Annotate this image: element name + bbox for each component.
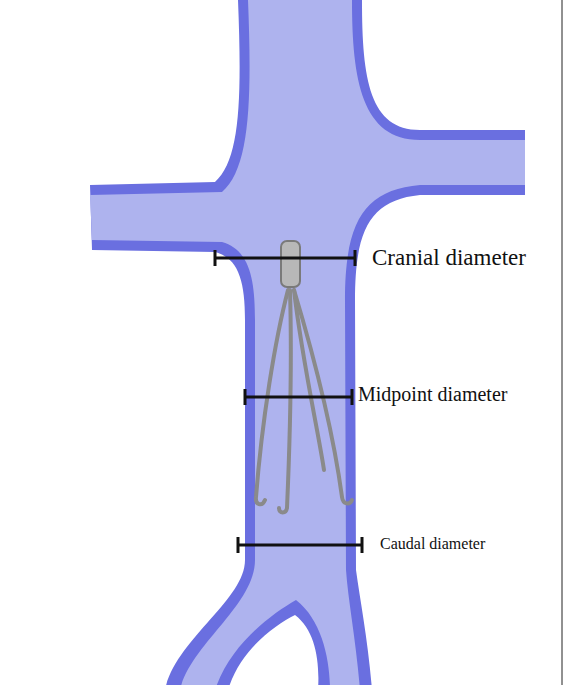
measure-lines — [215, 250, 362, 553]
diameter-label: Cranial diameter — [370, 245, 528, 270]
vein-lumen — [90, 0, 525, 685]
diameter-label: Midpoint diameter — [356, 383, 509, 405]
frame-edge — [562, 0, 563, 685]
vein-outline — [90, 0, 525, 685]
diameter-label: Caudal diameter — [378, 535, 487, 553]
filter-hub — [281, 241, 300, 287]
ivc-filter — [256, 290, 352, 513]
